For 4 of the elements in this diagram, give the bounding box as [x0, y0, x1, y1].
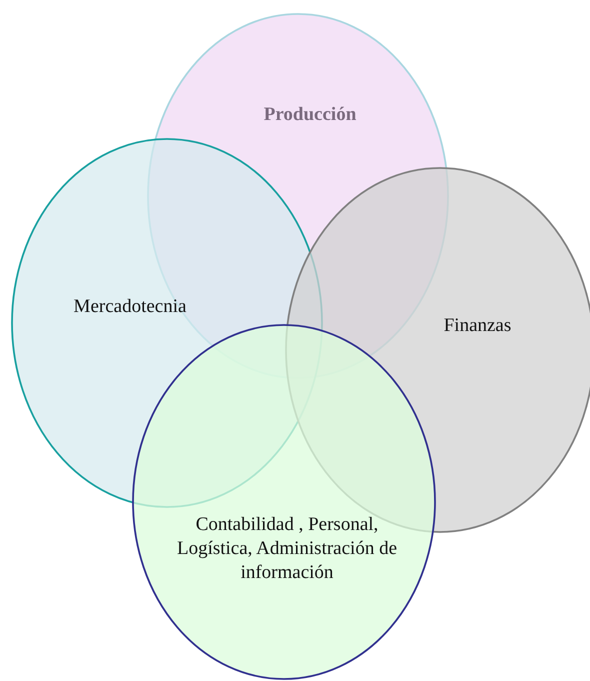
- set-label: Mercadotecnia: [72, 295, 188, 319]
- set-label: Finanzas: [442, 314, 512, 338]
- set-label: Contabilidad , Personal, Logística, Administración de información: [176, 513, 398, 584]
- set-label: Producción: [262, 103, 358, 127]
